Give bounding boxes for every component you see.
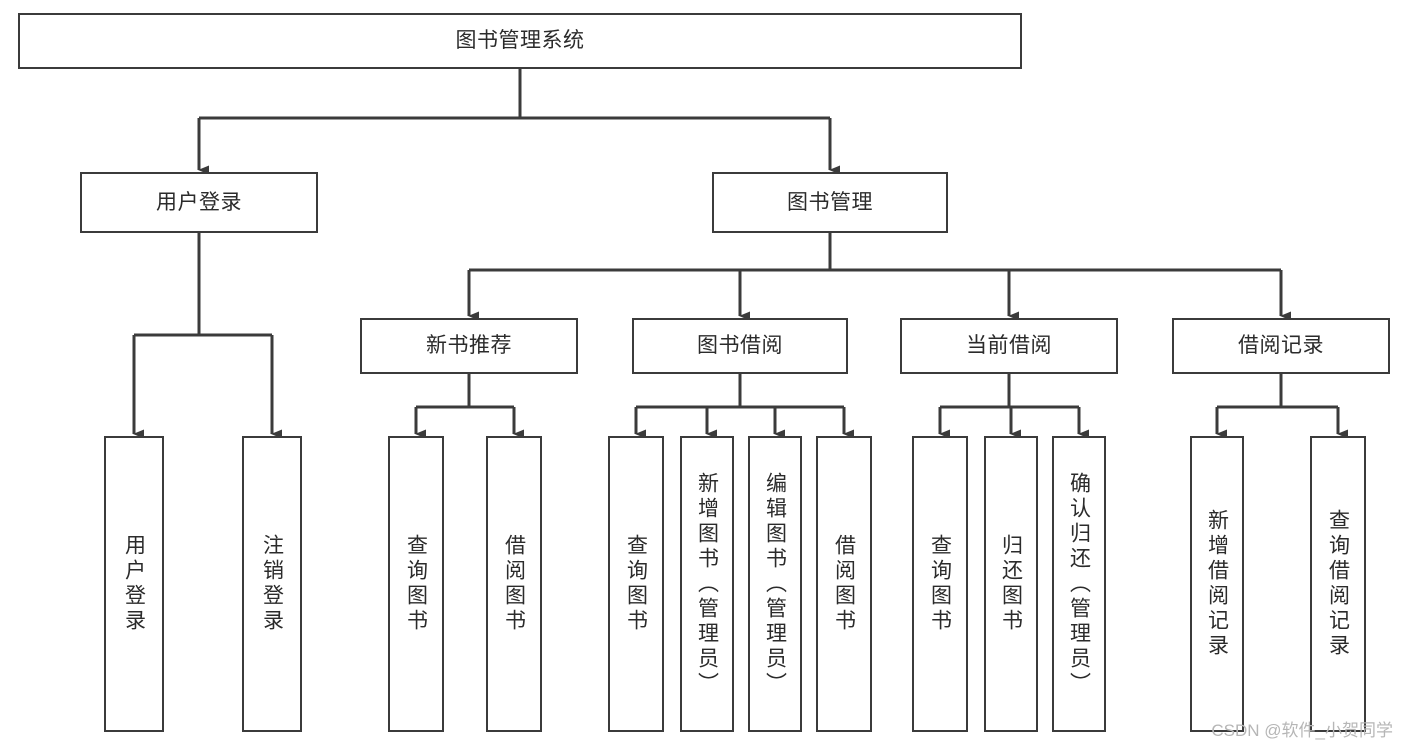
node-leaf-add-book[interactable]: 新增图书（管理员） [680, 436, 734, 732]
node-user-login-label: 用户登录 [156, 190, 242, 214]
node-leaf-edit-book-label: 编辑图书（管理员） [763, 471, 787, 697]
node-leaf-query-record[interactable]: 查询借阅记录 [1310, 436, 1366, 732]
node-leaf-user-login-label: 用户登录 [122, 534, 146, 634]
node-leaf-borrow-book-2[interactable]: 借阅图书 [816, 436, 872, 732]
node-user-login[interactable]: 用户登录 [80, 172, 318, 233]
node-leaf-borrow-book-1-label: 借阅图书 [502, 534, 526, 634]
node-borrow-record[interactable]: 借阅记录 [1172, 318, 1390, 374]
node-current-borrow[interactable]: 当前借阅 [900, 318, 1118, 374]
node-current-borrow-label: 当前借阅 [966, 334, 1052, 358]
node-leaf-user-login[interactable]: 用户登录 [104, 436, 164, 732]
node-leaf-query-book-2[interactable]: 查询图书 [608, 436, 664, 732]
node-leaf-borrow-book-1[interactable]: 借阅图书 [486, 436, 542, 732]
node-leaf-return-book-label: 归还图书 [999, 534, 1023, 634]
node-new-book-rec[interactable]: 新书推荐 [360, 318, 578, 374]
node-leaf-query-book-3[interactable]: 查询图书 [912, 436, 968, 732]
node-leaf-query-book-2-label: 查询图书 [624, 534, 648, 634]
node-leaf-query-book-3-label: 查询图书 [928, 534, 952, 634]
node-leaf-add-record-label: 新增借阅记录 [1205, 509, 1229, 659]
node-book-manage[interactable]: 图书管理 [712, 172, 948, 233]
node-leaf-confirm-return-label: 确认归还（管理员） [1067, 471, 1091, 697]
node-leaf-confirm-return[interactable]: 确认归还（管理员） [1052, 436, 1106, 732]
node-root[interactable]: 图书管理系统 [18, 13, 1022, 69]
node-leaf-return-book[interactable]: 归还图书 [984, 436, 1038, 732]
node-leaf-add-book-label: 新增图书（管理员） [695, 471, 719, 697]
watermark-text: CSDN @软件_小贺同学 [1211, 721, 1393, 740]
node-book-borrow[interactable]: 图书借阅 [632, 318, 848, 374]
node-leaf-query-record-label: 查询借阅记录 [1326, 509, 1350, 659]
node-leaf-edit-book[interactable]: 编辑图书（管理员） [748, 436, 802, 732]
node-book-manage-label: 图书管理 [787, 190, 873, 214]
node-leaf-query-book-1-label: 查询图书 [404, 534, 428, 634]
node-borrow-record-label: 借阅记录 [1238, 334, 1324, 358]
node-book-borrow-label: 图书借阅 [697, 334, 783, 358]
node-leaf-user-logout[interactable]: 注销登录 [242, 436, 302, 732]
node-root-label: 图书管理系统 [455, 29, 585, 53]
node-leaf-user-logout-label: 注销登录 [260, 534, 284, 634]
node-leaf-query-book-1[interactable]: 查询图书 [388, 436, 444, 732]
node-new-book-rec-label: 新书推荐 [426, 334, 512, 358]
node-leaf-borrow-book-2-label: 借阅图书 [832, 534, 856, 634]
node-leaf-add-record[interactable]: 新增借阅记录 [1190, 436, 1244, 732]
